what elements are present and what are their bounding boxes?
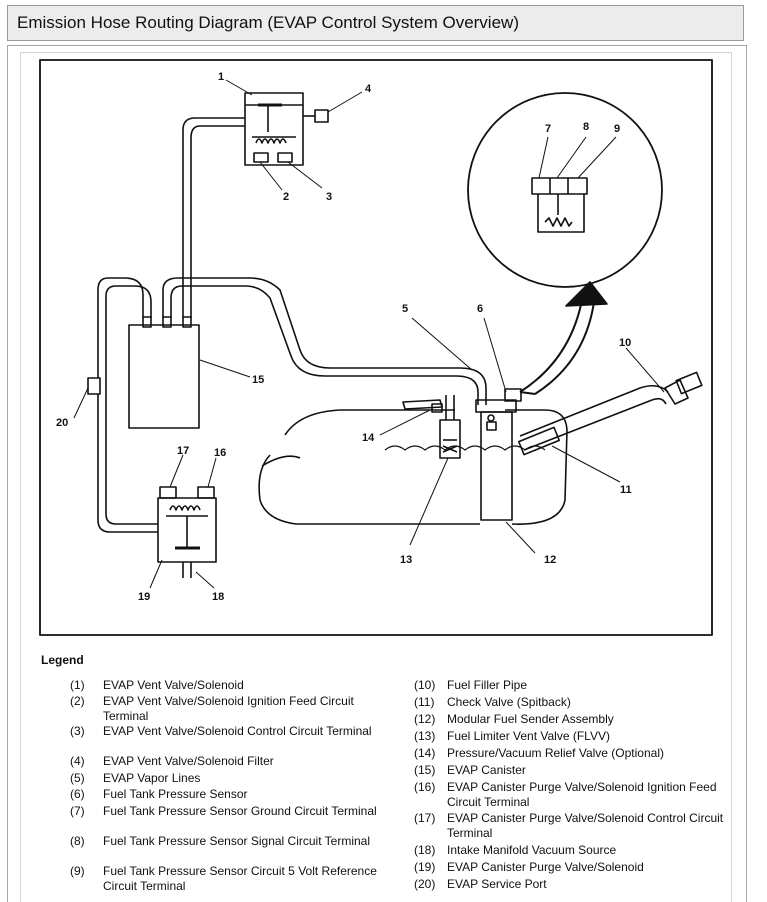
- callout-17: 17: [177, 445, 189, 457]
- callout-9: 9: [614, 123, 620, 135]
- legend-item: (12)Modular Fuel Sender Assembly: [414, 712, 614, 726]
- title-bar: Emission Hose Routing Diagram (EVAP Cont…: [7, 5, 744, 41]
- inner-frame: [20, 52, 732, 902]
- legend-item: (3)EVAP Vent Valve/Solenoid Control Circ…: [70, 724, 372, 738]
- legend-item: (4)EVAP Vent Valve/Solenoid Filter: [70, 754, 274, 768]
- legend-item: (7)Fuel Tank Pressure Sensor Ground Circ…: [70, 804, 377, 818]
- legend-item: (5)EVAP Vapor Lines: [70, 771, 201, 785]
- legend-heading: Legend: [41, 653, 84, 667]
- legend-item: (6)Fuel Tank Pressure Sensor: [70, 787, 248, 801]
- legend-item: (8)Fuel Tank Pressure Sensor Signal Circ…: [70, 834, 371, 848]
- legend-item: (13)Fuel Limiter Vent Valve (FLVV): [414, 729, 610, 743]
- callout-14: 14: [362, 432, 375, 444]
- callout-13: 13: [400, 554, 412, 566]
- callout-6: 6: [477, 303, 483, 315]
- legend-item: (20)EVAP Service Port: [414, 877, 547, 891]
- legend-item: (1)EVAP Vent Valve/Solenoid: [70, 678, 244, 692]
- callout-10: 10: [619, 337, 631, 349]
- content-panel: [7, 45, 747, 902]
- purge-valve: [157, 486, 217, 578]
- callout-3: 3: [326, 191, 332, 203]
- legend-item: (16)EVAP Canister Purge Valve/Solenoid I…: [414, 780, 717, 809]
- legend-item: (19)EVAP Canister Purge Valve/Solenoid: [414, 860, 644, 874]
- callout-16: 16: [214, 447, 226, 459]
- legend-item: (10)Fuel Filler Pipe: [414, 678, 528, 692]
- evap-diagram: 1 2 3 4 5 6 7 8 9 10 11 12 13 14 15 16 1…: [39, 59, 713, 636]
- callout-11: 11: [620, 484, 632, 496]
- page-title: Emission Hose Routing Diagram (EVAP Cont…: [17, 13, 519, 32]
- callout-18: 18: [212, 591, 224, 603]
- legend-item: (15)EVAP Canister: [414, 763, 526, 777]
- callout-5: 5: [402, 303, 408, 315]
- diagram-frame: [39, 59, 713, 636]
- callout-15: 15: [252, 374, 264, 386]
- legend-item: (14)Pressure/Vacuum Relief Valve (Option…: [414, 746, 664, 760]
- legend-item: (2)EVAP Vent Valve/Solenoid Ignition Fee…: [70, 694, 354, 723]
- callout-19: 19: [138, 591, 150, 603]
- callout-7: 7: [545, 123, 551, 135]
- canister: [128, 316, 200, 429]
- legend-item: (11)Check Valve (Spitback): [414, 695, 571, 709]
- legend-item: (9)Fuel Tank Pressure Sensor Circuit 5 V…: [70, 864, 377, 893]
- callout-1: 1: [218, 71, 224, 83]
- callout-12: 12: [544, 554, 556, 566]
- callout-4: 4: [365, 83, 372, 95]
- callout-20: 20: [56, 417, 68, 429]
- legend-item: (18)Intake Manifold Vacuum Source: [414, 843, 617, 857]
- callout-8: 8: [583, 121, 589, 133]
- legend-item: (17)EVAP Canister Purge Valve/Solenoid C…: [414, 811, 724, 840]
- callout-2: 2: [283, 191, 289, 203]
- vent-valve: [244, 92, 329, 166]
